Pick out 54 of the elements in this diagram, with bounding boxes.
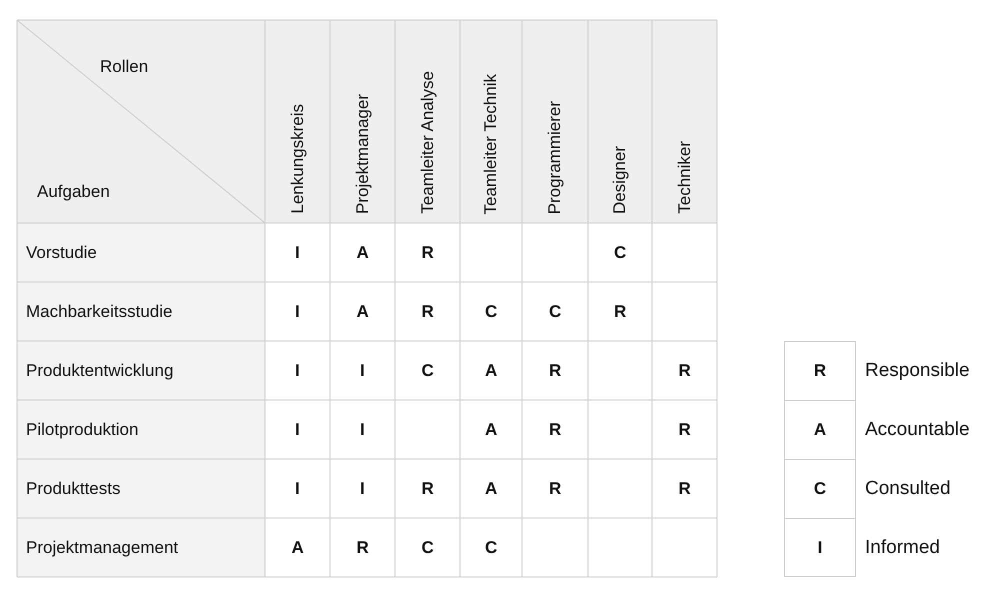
- legend-key: I: [784, 518, 856, 577]
- row-label: Produkttests: [26, 478, 120, 498]
- raci-letter: C: [549, 302, 562, 322]
- raci-letter: I: [295, 360, 300, 380]
- column-header: Techniker: [674, 141, 694, 214]
- row-label: Produktentwicklung: [26, 360, 174, 380]
- legend-text: Informed: [865, 536, 940, 558]
- raci-letter: R: [422, 242, 434, 262]
- raci-letter: I: [360, 420, 365, 440]
- raci-letter: I: [295, 302, 300, 322]
- raci-letter: C: [485, 302, 498, 322]
- axis-label: Aufgaben: [37, 182, 110, 202]
- raci-letter: R: [549, 360, 562, 380]
- raci-letter: I: [295, 478, 300, 498]
- row-label: Machbarkeitsstudie: [26, 302, 172, 322]
- column-header: Programmierer: [545, 101, 565, 214]
- raci-letter: A: [356, 302, 369, 322]
- row-label: Vorstudie: [26, 242, 97, 262]
- row-label: Pilotproduktion: [26, 420, 138, 440]
- legend-key: C: [784, 459, 856, 519]
- raci-letter: I: [360, 360, 365, 380]
- raci-letter: A: [356, 242, 369, 262]
- raci-letter: C: [614, 242, 626, 262]
- raci-letter: R: [549, 478, 562, 498]
- raci-letter: A: [292, 538, 304, 558]
- raci-letter: C: [485, 538, 498, 558]
- raci-letter: R: [422, 302, 434, 322]
- raci-letter: I: [360, 478, 365, 498]
- legend-key: R: [784, 341, 856, 401]
- column-header: Teamleiter Technik: [481, 74, 501, 214]
- raci-letter: R: [614, 302, 626, 322]
- raci-letter: C: [422, 538, 434, 558]
- raci-letter: R: [678, 478, 691, 498]
- raci-letter: R: [422, 478, 434, 498]
- raci-letter: I: [295, 420, 300, 440]
- raci-letter: A: [485, 420, 498, 440]
- raci-letter: I: [295, 242, 300, 262]
- legend-text: Responsible: [865, 360, 970, 382]
- raci-letter: R: [549, 420, 562, 440]
- column-header: Designer: [610, 146, 630, 214]
- raci-letter: A: [485, 360, 498, 380]
- raci-letter: R: [678, 360, 691, 380]
- column-header: Teamleiter Analyse: [418, 71, 438, 214]
- legend-key: A: [784, 400, 856, 460]
- legend-text: Consulted: [865, 478, 951, 500]
- column-header: Lenkungskreis: [288, 104, 308, 214]
- raci-letter: R: [678, 420, 691, 440]
- row-label: Projektmanagement: [26, 538, 178, 558]
- legend-text: Accountable: [865, 418, 970, 440]
- raci-letter: C: [422, 360, 434, 380]
- raci-letter: A: [485, 478, 498, 498]
- column-header: Projektmanager: [352, 94, 372, 214]
- axis-label: Rollen: [100, 57, 148, 77]
- raci-letter: R: [356, 538, 369, 558]
